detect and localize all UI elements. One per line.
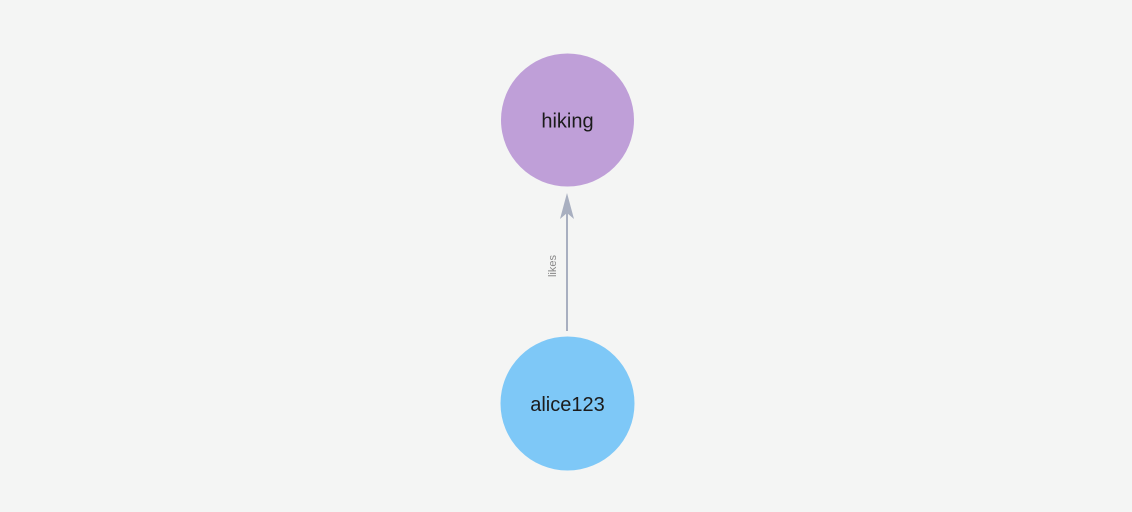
graph-node-alice123[interactable]: alice123	[500, 336, 635, 471]
graph-node-hiking[interactable]: hiking	[501, 53, 634, 187]
edge-label-likes: likes	[547, 255, 559, 278]
node-label-alice123: alice123	[530, 394, 605, 416]
node-circle-alice123[interactable]	[500, 336, 635, 471]
node-circle-hiking[interactable]	[501, 53, 634, 187]
edge-arrowhead-icon	[560, 193, 574, 219]
graph-edge-likes[interactable]: likes	[547, 193, 574, 331]
node-label-hiking: hiking	[541, 110, 593, 132]
